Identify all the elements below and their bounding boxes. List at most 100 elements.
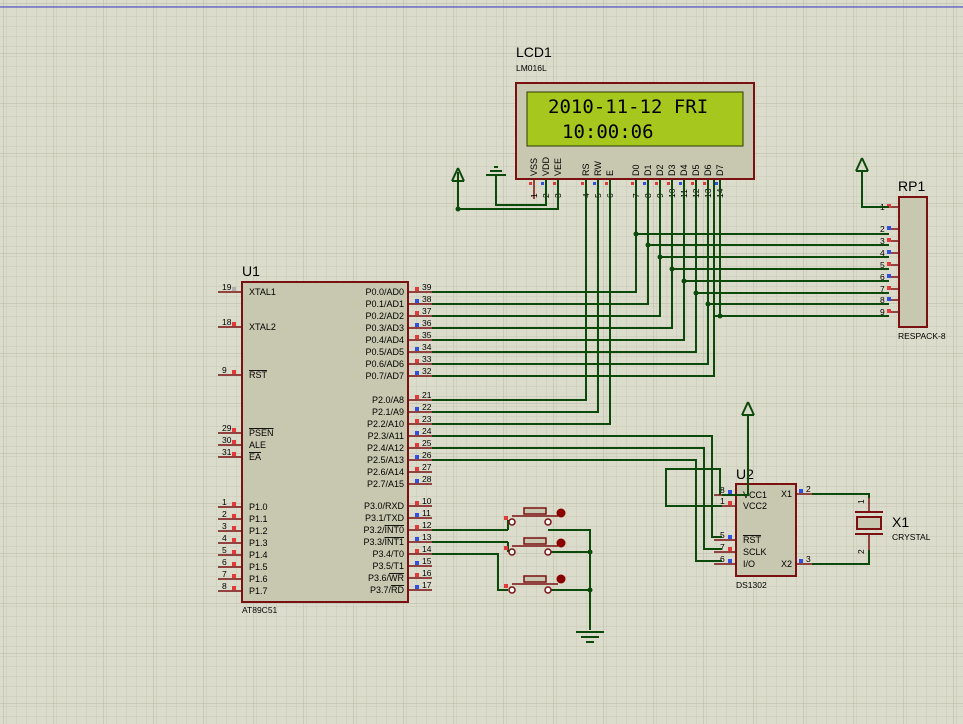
u1-pin-name: P2.6/A14 [367, 467, 404, 477]
u2-pin-number: 5 [720, 530, 725, 540]
rp1-pin-number: 7 [880, 284, 885, 294]
u2-model-label: DS1302 [736, 580, 767, 590]
u1-pin-number: 23 [422, 414, 432, 424]
u1-pin-number: 22 [422, 402, 432, 412]
u2-pin-name: RST [743, 535, 762, 545]
rp1-pin-number: 4 [880, 248, 885, 258]
u1-pin-number: 1 [222, 497, 227, 507]
u2-pin-number: 3 [806, 554, 811, 564]
u1-pin-name: P2.1/A9 [372, 407, 404, 417]
u1-pin-name: P3.2/INT0 [363, 525, 404, 535]
u2-pin-name: SCLK [743, 547, 767, 557]
u1-pin-name: P0.4/AD4 [365, 335, 404, 345]
lcd1-power-wiring [457, 166, 559, 210]
u1-pin-name: P2.0/A8 [372, 395, 404, 405]
u1-pin-name: P0.3/AD3 [365, 323, 404, 333]
lcd1-screen [526, 91, 744, 147]
u1-pin-number: 30 [222, 435, 232, 445]
u1-pin-number: 33 [422, 354, 432, 364]
u1-pin-name: P3.0/RXD [364, 501, 405, 511]
u1-pin-number: 10 [422, 496, 432, 506]
u1-pin-name: P1.6 [249, 574, 268, 584]
u1-right-pins: 39P0.0/AD038P0.1/AD137P0.2/AD236P0.3/AD3… [363, 282, 432, 595]
lcd1-pin-name: RS [581, 163, 591, 176]
u1-pin-number: 34 [422, 342, 432, 352]
u2-ref-label: U2 [736, 466, 754, 482]
u1-model-label: AT89C51 [242, 605, 278, 615]
u1-pin-name: P3.6/WR [368, 573, 405, 583]
u1-pin-name: P2.4/A12 [367, 443, 404, 453]
x1-ref-label: X1 [892, 514, 909, 530]
u1-pin-name: RST [249, 370, 268, 380]
rp1-body [898, 196, 928, 328]
rp1-pin-number: 3 [880, 236, 885, 246]
u1-pin-name: P3.7/RD [370, 585, 405, 595]
push-button[interactable] [504, 507, 566, 526]
x1-model-label: CRYSTAL [892, 532, 931, 542]
power-arrow-icon [451, 167, 465, 182]
u1-pin-name: P0.0/AD0 [365, 287, 404, 297]
u2-pin-number: 8 [720, 485, 725, 495]
u1-pin-name: P3.3/INT1 [363, 537, 404, 547]
ground-icon [576, 631, 604, 643]
u1-pin-name: P0.5/AD5 [365, 347, 404, 357]
u1-pin-name: P1.0 [249, 502, 268, 512]
u2-pin-name: I/O [743, 559, 755, 569]
lcd1-pin-name: RW [593, 161, 603, 176]
lcd1-pin-name: VSS [529, 158, 539, 176]
lcd1-pin-name: D4 [679, 164, 689, 176]
u1-pin-name: P3.4/T0 [372, 549, 404, 559]
u1-pin-name: P2.3/A11 [368, 431, 404, 441]
u1-pin-number: 17 [422, 580, 432, 590]
u1-pin-number: 3 [222, 521, 227, 531]
u1-pin-name: P1.5 [249, 562, 268, 572]
u1-pin-name: EA [249, 452, 261, 462]
u1-pin-number: 5 [222, 545, 227, 555]
u1-pin-name: P0.7/AD7 [365, 371, 404, 381]
rp1-model-label: RESPACK-8 [898, 331, 946, 341]
data-bus-wires [432, 180, 889, 630]
u1-pin-number: 11 [422, 508, 431, 518]
u1-body [241, 281, 409, 603]
x1-body [856, 516, 882, 530]
u1-pin-name: P2.5/A13 [367, 455, 404, 465]
u1-pin-number: 38 [422, 294, 432, 304]
u1-pin-number: 8 [222, 581, 227, 591]
u1-pin-name: P0.2/AD2 [365, 311, 404, 321]
power-arrow-icon [741, 401, 755, 416]
u2-pin-name: X2 [781, 559, 792, 569]
u1-pin-name: P3.5/T1 [372, 561, 404, 571]
u1-pin-number: 36 [422, 318, 432, 328]
push-button[interactable] [504, 574, 566, 594]
u2-pin-name: VCC2 [743, 501, 767, 511]
rp1-pin-number: 6 [880, 272, 885, 282]
u1-pin-number: 19 [222, 282, 232, 292]
u1-pin-name: P1.1 [249, 514, 268, 524]
lcd1-pin-name: D1 [643, 164, 653, 176]
u1-pin-number: 15 [422, 556, 432, 566]
x1-component[interactable]: X1 CRYSTAL 1 2 [855, 498, 931, 554]
rp1-pin1-wire [861, 170, 889, 208]
u1-pin-name: P1.7 [249, 586, 268, 596]
u2-pin-name: VCC1 [743, 490, 767, 500]
u1-pin-number: 25 [422, 438, 432, 448]
u1-pin-number: 16 [422, 568, 432, 578]
u1-pin-number: 29 [222, 423, 232, 433]
u1-pin-number: 37 [422, 306, 432, 316]
push-button[interactable] [504, 537, 566, 556]
lcd1-pin-name: D2 [655, 164, 665, 176]
u1-pin-number: 6 [222, 557, 227, 567]
u1-pin-name: ALE [249, 440, 266, 450]
u1-pin-name: P1.2 [249, 526, 268, 536]
rp1-pin-number: 5 [880, 260, 885, 270]
lcd1-component[interactable]: LCD1 LM016L 2010-11-12 FRI 10:00:06 1VSS… [515, 44, 755, 199]
push-buttons [504, 507, 566, 594]
u1-pin-name: P0.6/AD6 [365, 359, 404, 369]
